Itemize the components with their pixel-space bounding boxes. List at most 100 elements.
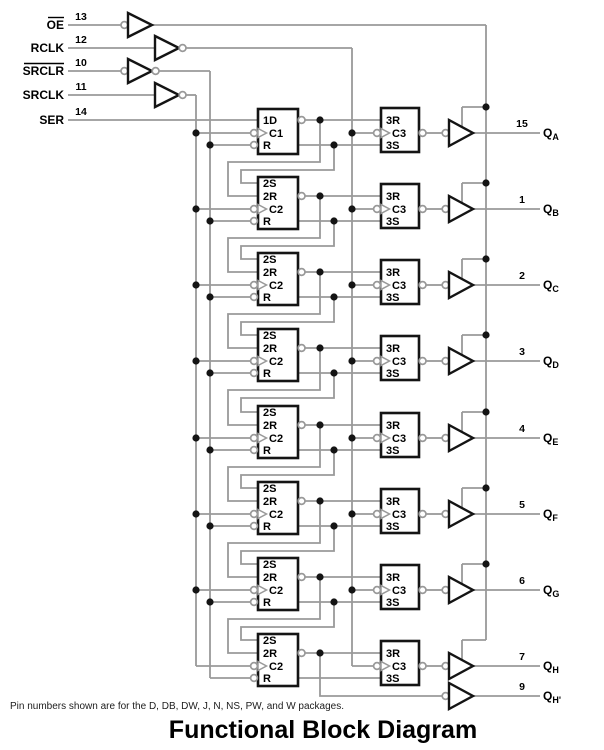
output-buffer-icon-g — [447, 574, 476, 606]
ff-q-bubble-icon — [297, 115, 306, 125]
negation-bubble-icon — [249, 673, 259, 683]
negation-bubble-icon — [372, 356, 382, 366]
latch-label-3r-d: 3R — [386, 343, 400, 355]
ff-label-r-a: R — [263, 140, 271, 152]
ff-label-r-c: R — [263, 292, 271, 304]
junction-dot — [192, 357, 200, 365]
ff-label-2s-e: 2S — [263, 407, 276, 419]
junction-dot — [482, 103, 490, 111]
latch-label-3r-f: 3R — [386, 496, 400, 508]
junction-dot — [206, 141, 214, 149]
ff-label-2s-b: 2S — [263, 178, 276, 190]
junction-dot — [316, 344, 324, 352]
negation-bubble-icon — [249, 585, 259, 595]
junction-dot — [348, 434, 356, 442]
junction-dot — [316, 573, 324, 581]
q-output-label-h: QH — [543, 659, 559, 675]
latch-label-3s-b: 3S — [386, 216, 399, 228]
ff-label-2s-g: 2S — [263, 559, 276, 571]
shift-wire — [240, 297, 335, 336]
ff-box-g — [256, 556, 300, 612]
negation-bubble-icon — [372, 433, 382, 443]
latch-q-bubble-icon — [418, 585, 427, 595]
clock-edge-icon — [380, 584, 392, 596]
ff-label-c2-d: C2 — [269, 356, 283, 368]
junction-dot — [192, 281, 200, 289]
shift-wire — [227, 196, 321, 273]
junction-dot — [482, 560, 490, 568]
latch-label-c3-d: C3 — [392, 356, 406, 368]
clock-edge-icon — [380, 660, 392, 672]
ff-label-2s-d: 2S — [263, 330, 276, 342]
output-buffer-icon-e — [447, 422, 476, 454]
ff-label-1d-a: 1D — [263, 115, 277, 127]
junction-dot — [206, 217, 214, 225]
output-buffer-icon-h — [447, 650, 476, 682]
latch-q-bubble-icon — [418, 356, 427, 366]
negation-bubble-icon — [249, 433, 259, 443]
ff-q-bubble-icon — [297, 496, 306, 506]
latch-label-3s-g: 3S — [386, 597, 399, 609]
shift-wire — [227, 120, 321, 197]
output-buffer-icon-a — [447, 117, 476, 149]
ff-label-2s-f: 2S — [263, 483, 276, 495]
ff-label-c2-f: C2 — [269, 509, 283, 521]
clock-edge-icon — [380, 279, 392, 291]
ff-label-r-b: R — [263, 216, 271, 228]
junction-dot — [330, 369, 338, 377]
input-label-ser: SER — [39, 113, 64, 127]
q-output-label-g: QG — [543, 583, 559, 599]
clock-edge-icon — [257, 203, 269, 215]
junction-dot — [206, 369, 214, 377]
negation-bubble-icon — [372, 661, 382, 671]
ff-label-2s-c: 2S — [263, 254, 276, 266]
ff-q-bubble-icon — [297, 572, 306, 582]
ff-q-bubble-icon — [297, 648, 306, 658]
negation-bubble-icon — [249, 509, 259, 519]
shift-wire — [227, 272, 321, 349]
latch-label-3r-a: 3R — [386, 115, 400, 127]
q-output-label-a: QA — [543, 126, 559, 142]
negation-bubble-icon — [178, 43, 187, 53]
negation-bubble-icon — [120, 20, 129, 30]
negation-bubble-icon — [372, 585, 382, 595]
junction-dot — [348, 586, 356, 594]
ff-label-r-d: R — [263, 368, 271, 380]
negation-bubble-icon — [249, 661, 259, 671]
serial-out-wire — [319, 653, 442, 697]
junction-dot — [192, 510, 200, 518]
ff-box-e — [256, 404, 300, 460]
ff-q-bubble-icon — [297, 420, 306, 430]
latch-box-b — [379, 182, 421, 230]
negation-bubble-icon — [151, 66, 160, 76]
junction-dot — [348, 205, 356, 213]
clock-edge-icon — [380, 508, 392, 520]
negation-bubble-icon — [372, 280, 382, 290]
input-label-rclk: RCLK — [31, 41, 65, 55]
latch-label-3s-e: 3S — [386, 445, 399, 457]
pin-note: Pin numbers shown are for the D, DB, DW,… — [10, 701, 345, 712]
negation-bubble-icon — [249, 356, 259, 366]
junction-dot — [206, 598, 214, 606]
latch-q-bubble-icon — [418, 509, 427, 519]
ff-label-c2-b: C2 — [269, 204, 283, 216]
shift-wire — [240, 526, 335, 565]
negation-bubble-icon — [249, 292, 259, 302]
junction-dot — [348, 281, 356, 289]
output-buffer-icon-b — [447, 193, 476, 225]
junction-dot — [192, 434, 200, 442]
junction-dot — [316, 497, 324, 505]
junction-dot — [330, 293, 338, 301]
latch-label-c3-h: C3 — [392, 661, 406, 673]
junction-dot — [192, 586, 200, 594]
q-output-label-b: QB — [543, 202, 559, 218]
junction-dot — [330, 446, 338, 454]
ff-box-c — [256, 251, 300, 307]
q-output-label-e: QE — [543, 431, 558, 447]
latch-q-bubble-icon — [418, 128, 427, 138]
output-buffer-icon-f — [447, 498, 476, 530]
shift-wire — [240, 221, 335, 260]
junction-dot — [192, 129, 200, 137]
latch-label-3r-g: 3R — [386, 572, 400, 584]
